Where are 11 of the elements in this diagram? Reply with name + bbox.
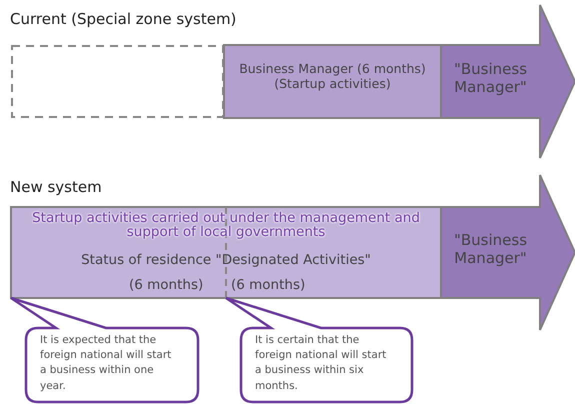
segment-label: "Business Manager"	[452, 60, 528, 96]
status-label: Status of residence "Designated Activities"	[80, 252, 372, 268]
callout-text: It is certain that the foreign national will start a business within six months.	[255, 333, 388, 394]
section-heading: Current (Special zone system)	[10, 10, 236, 28]
callout-text: It is expected that the foreign national will start a business within one year.	[40, 333, 172, 394]
segment-label: "Business Manager"	[452, 230, 528, 266]
heading-text: Startup activities carried out under the management and support of local governments	[31, 211, 421, 240]
section-heading: New system	[10, 178, 102, 196]
duration-label: (6 months)	[129, 277, 204, 293]
segment-label: Business Manager (6 months) (Startup activities)	[238, 61, 427, 91]
duration-label: (6 months)	[231, 277, 306, 293]
